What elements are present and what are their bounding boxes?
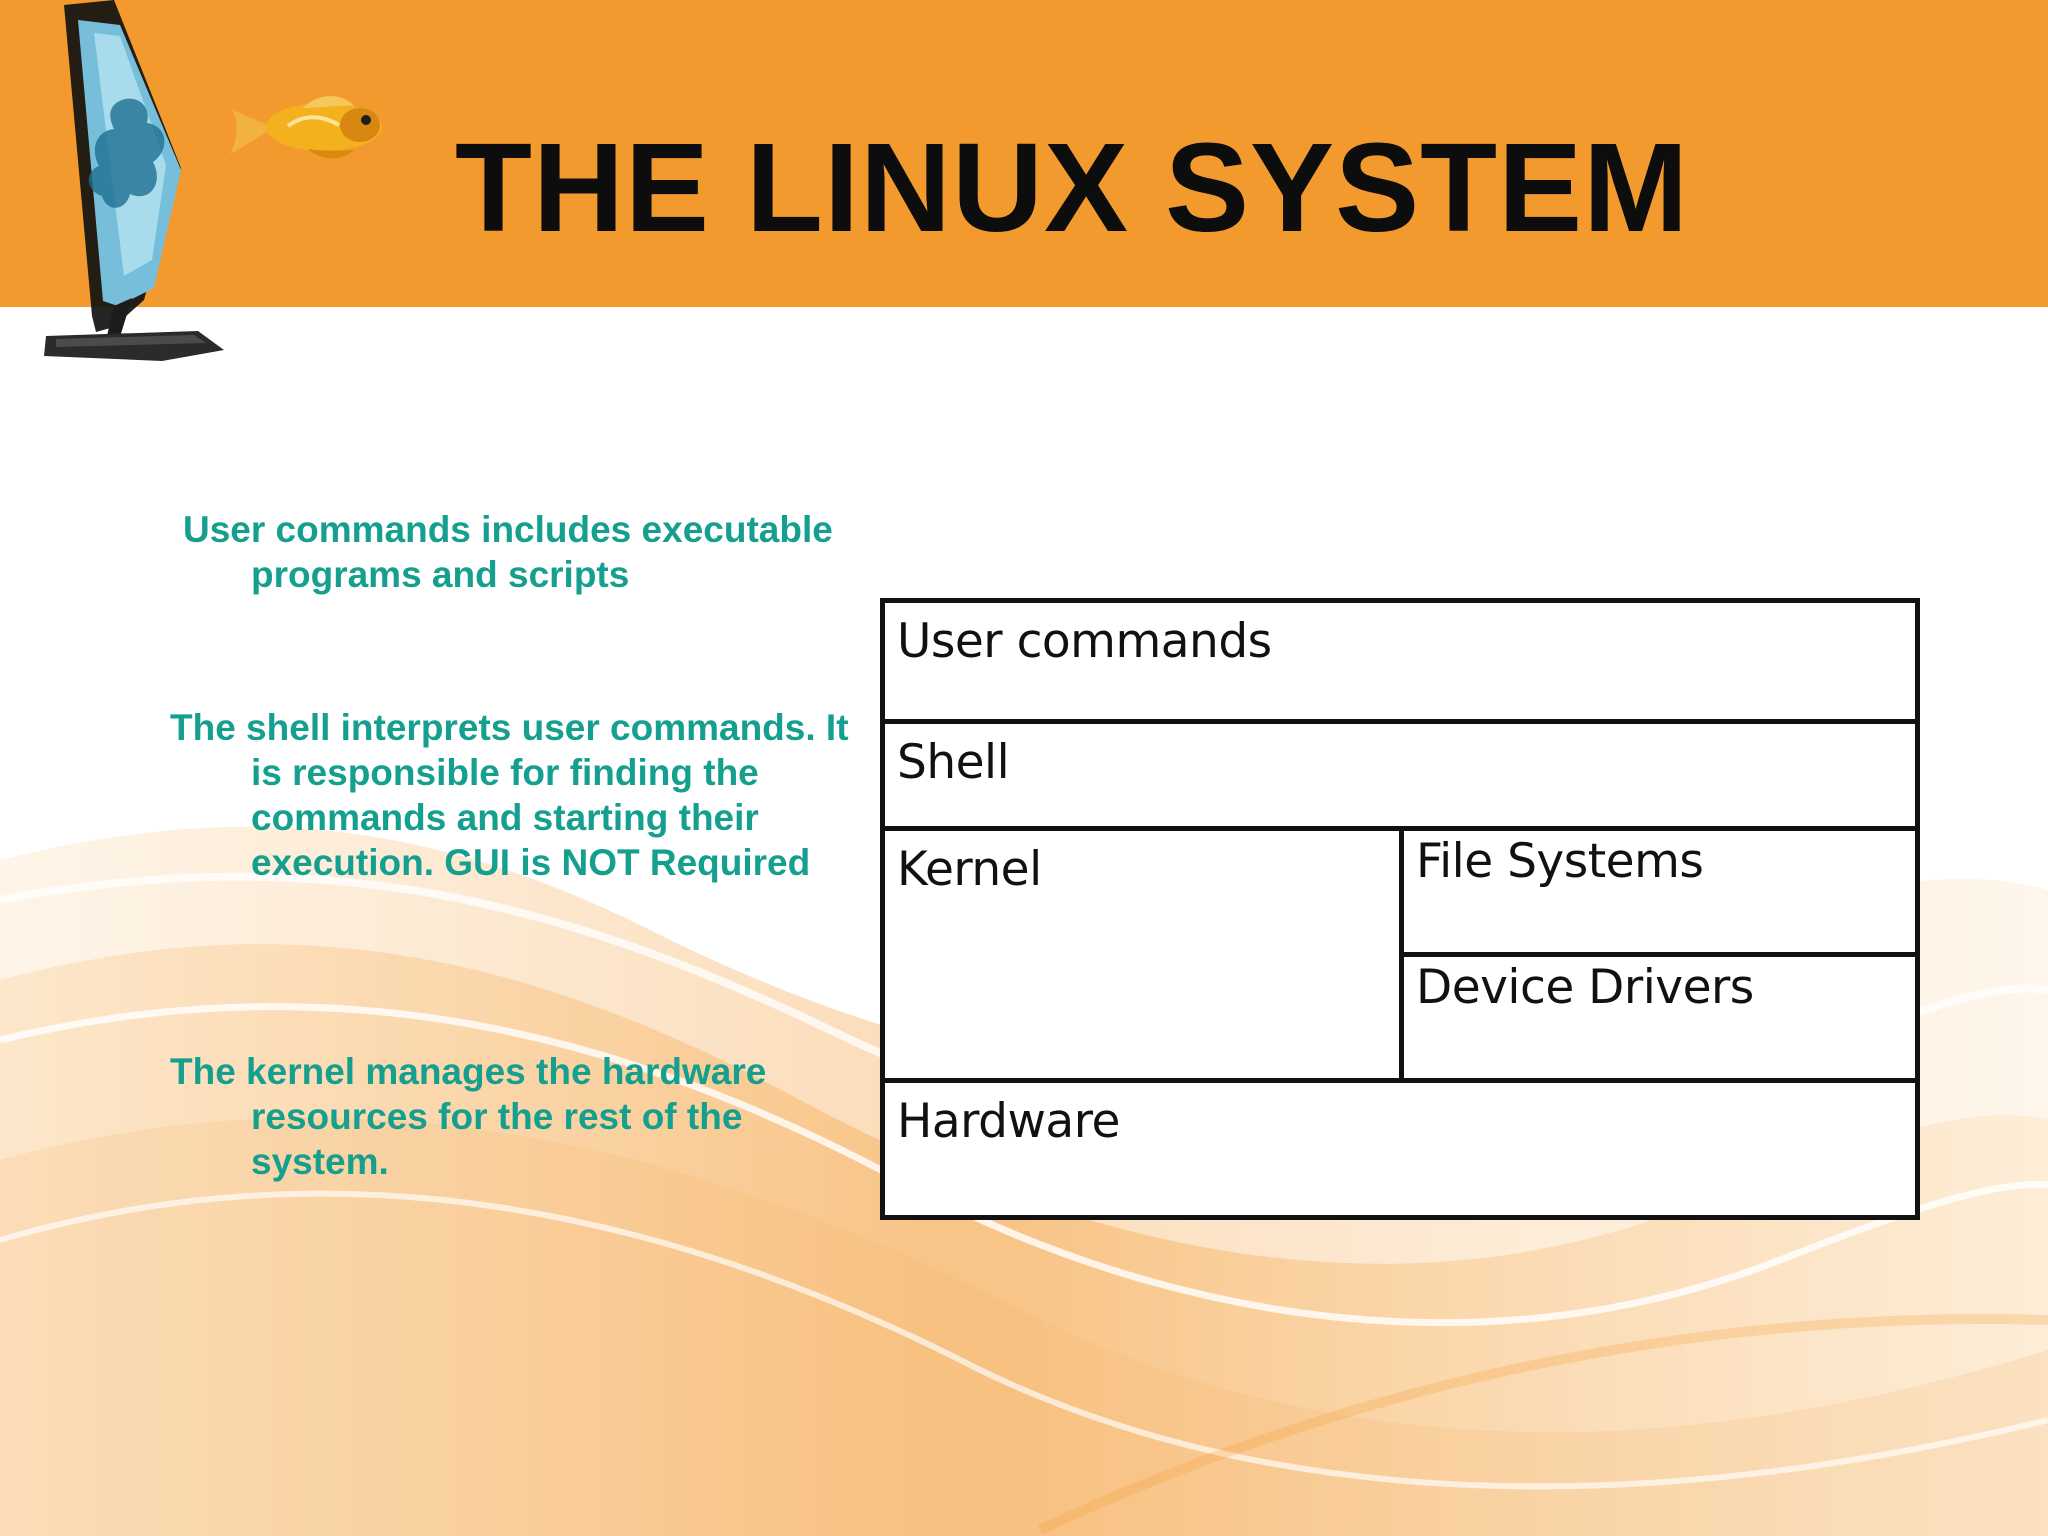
layer-hardware: Hardware — [885, 1083, 1915, 1215]
bullet-shell: The shell interprets user commands. It i… — [170, 707, 849, 883]
background-wave-line — [0, 1003, 2048, 1327]
background-wave-line — [1037, 1314, 2048, 1535]
background-wave — [0, 1117, 2048, 1536]
background-wave-line — [0, 1190, 2048, 1490]
linux-layer-diagram: User commands Shell Kernel File Systems … — [880, 598, 1920, 1220]
bullet-user-commands: User commands includes executable progra… — [183, 509, 833, 595]
layer-file-systems: File Systems — [1404, 831, 1915, 957]
layer-shell: Shell — [885, 724, 1915, 831]
fish-scale-line — [286, 115, 341, 128]
fish-head — [340, 108, 380, 142]
fish-tail — [230, 109, 275, 154]
bullet-list: User commands includes executable progra… — [170, 500, 870, 1200]
computer-monitor-icon — [44, 0, 224, 361]
layer-device-drivers: Device Drivers — [1404, 957, 1915, 1083]
fish-eye — [361, 115, 371, 125]
layer-user-commands: User commands — [885, 603, 1915, 724]
bullet-kernel: The kernel manages the hardware resource… — [170, 1051, 767, 1182]
slide-title: THE LINUX SYSTEM — [455, 117, 1690, 258]
monitor-base-highlight — [56, 335, 206, 347]
monitor-screen-art — [88, 98, 165, 208]
fish-fin — [308, 149, 354, 159]
monitor-stand — [106, 298, 132, 340]
layer-kernel: Kernel — [885, 831, 1404, 1083]
goldfish-icon — [230, 96, 382, 159]
fish-fin — [303, 96, 354, 108]
